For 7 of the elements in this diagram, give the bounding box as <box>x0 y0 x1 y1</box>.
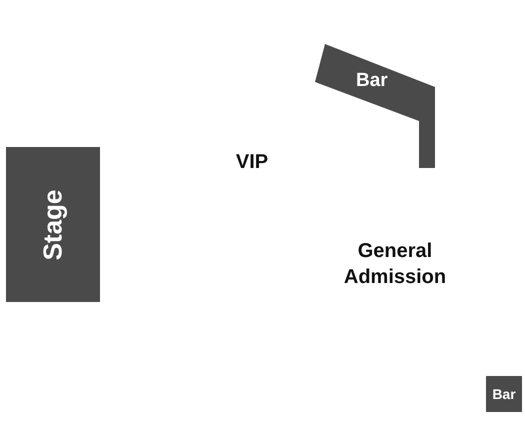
stage-block <box>6 147 100 302</box>
section-label: VIP <box>234 150 270 175</box>
area-label: Stage <box>38 189 68 260</box>
bar-counter <box>486 376 522 412</box>
area-label: Bar <box>356 70 388 92</box>
area-label: Bar <box>492 386 516 402</box>
section-label: General Admission <box>342 239 448 290</box>
